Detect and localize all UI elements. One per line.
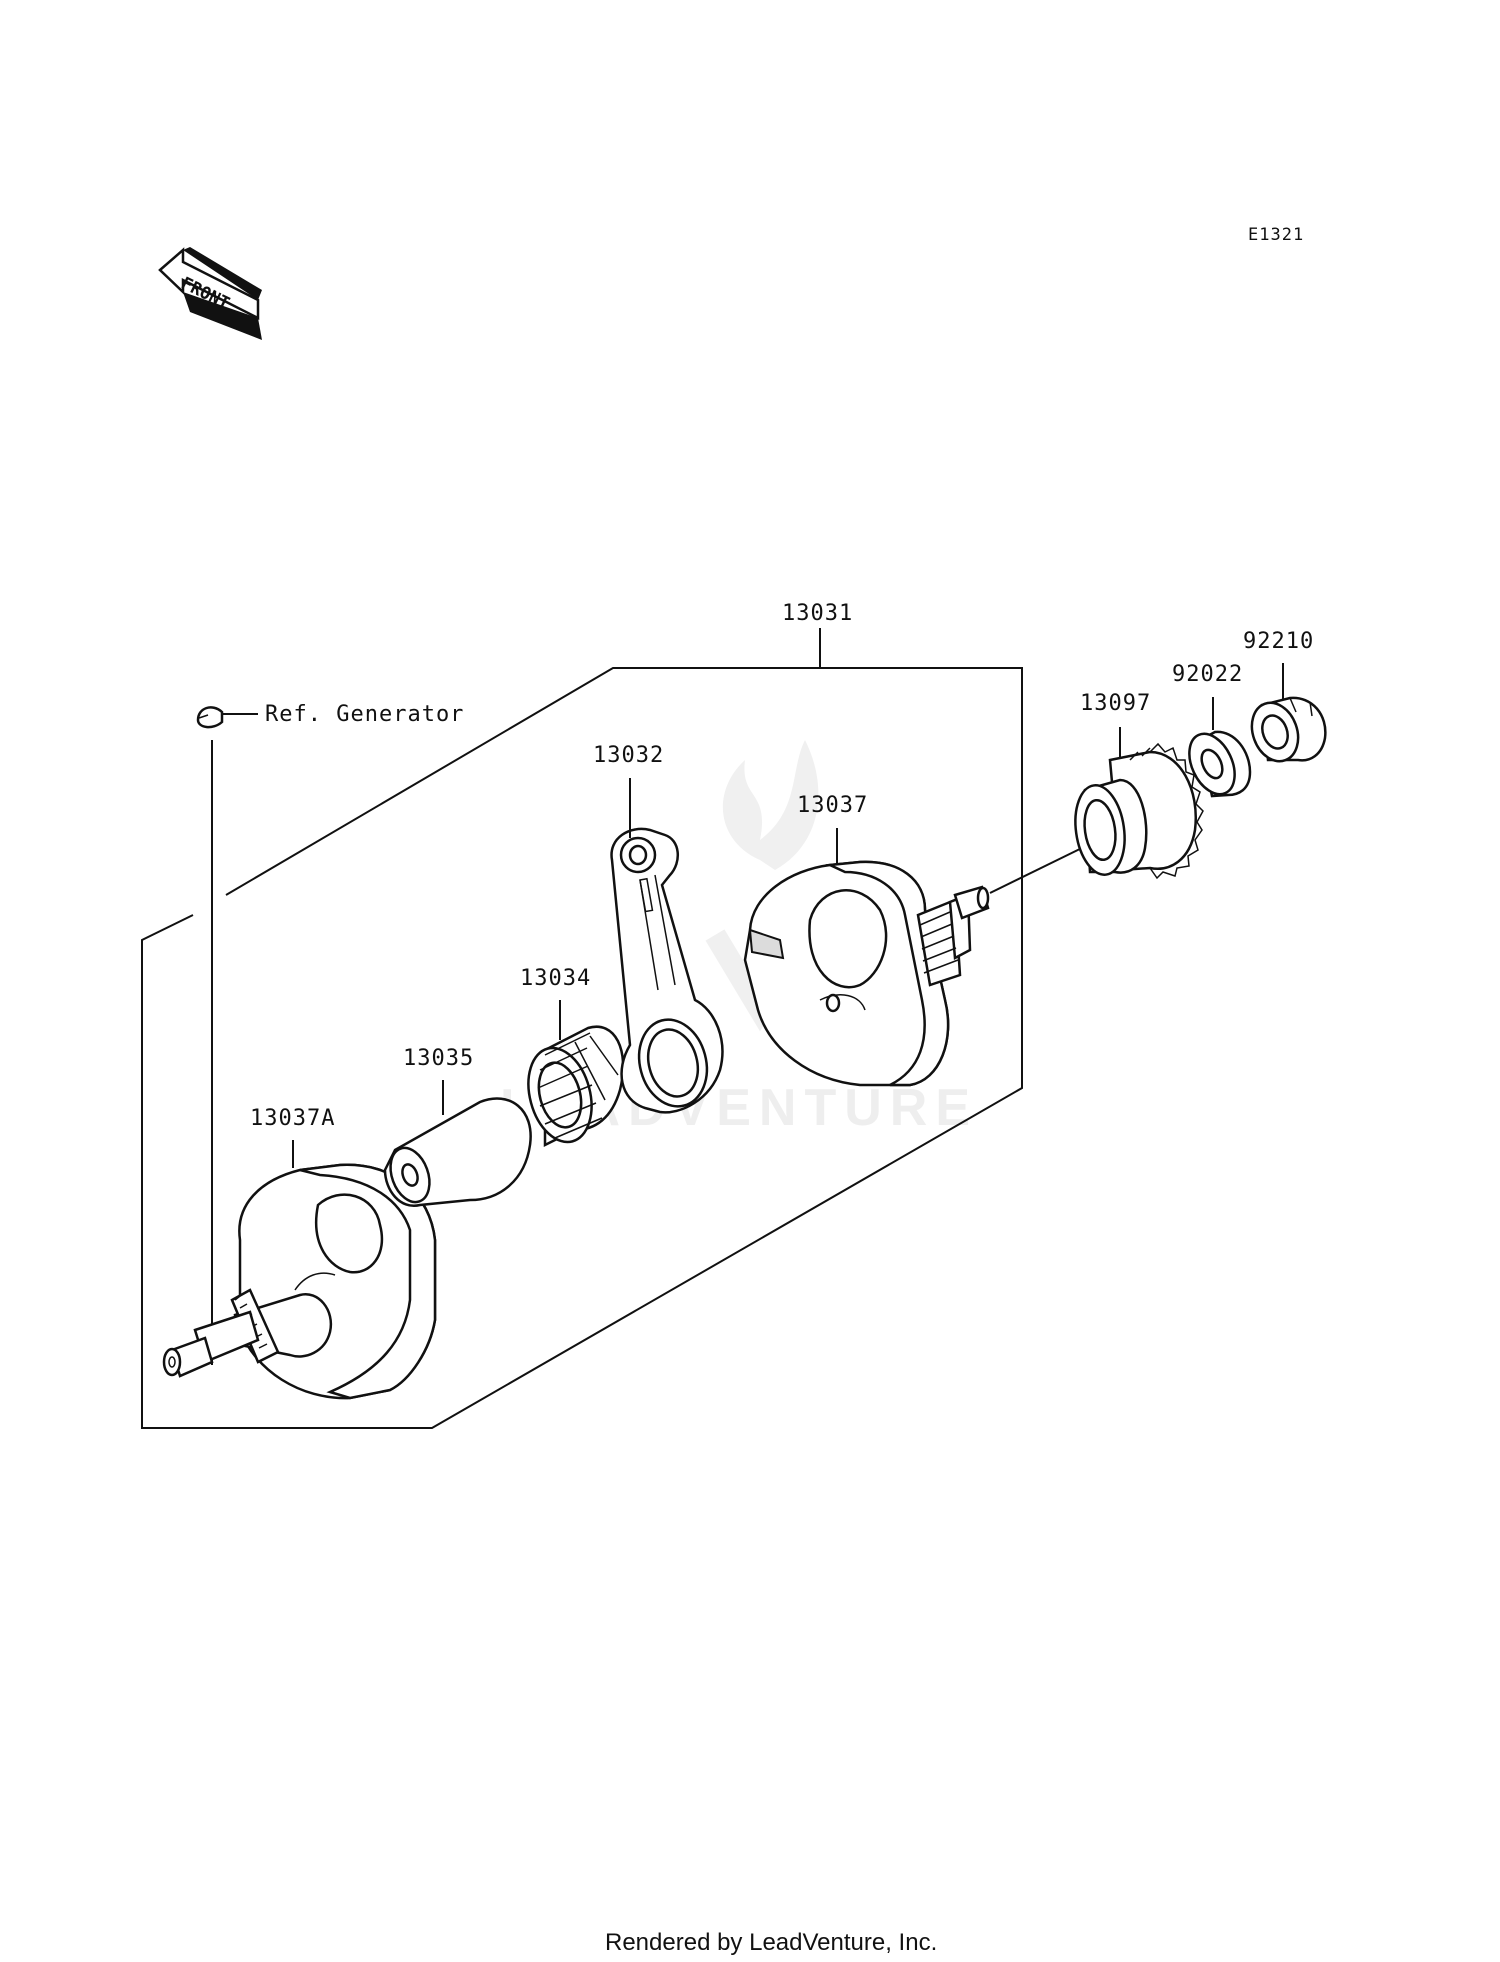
crank-web-right-drawing [743,860,990,1087]
crank-web-left-drawing [162,1163,437,1400]
part-label-13031: 13031 [782,601,853,626]
nut-drawing [1250,696,1327,763]
diagram-code: E1321 [1248,225,1304,245]
crank-pin-drawing [383,1097,532,1208]
part-label-13032: 13032 [593,743,664,768]
part-label-13034: 13034 [520,966,591,991]
woodruff-key [196,706,224,729]
part-label-92210: 92210 [1243,629,1314,654]
front-arrow-icon: FRONT [158,247,262,340]
washer-drawing [1188,730,1252,798]
part-label-13037: 13037 [797,793,868,818]
balancer-gear-drawing [1074,742,1204,880]
part-label-13035: 13035 [403,1046,474,1071]
part-label-13097: 13097 [1080,691,1151,716]
connecting-rod-drawing [610,827,724,1114]
footer-credit: Rendered by LeadVenture, Inc. [605,1929,937,1956]
part-label-13037A: 13037A [250,1106,335,1131]
assembly-bracket [141,628,1023,1429]
reference-label: Ref. Generator [265,702,464,727]
needle-bearing-drawing [527,1025,625,1148]
part-label-92022: 92022 [1172,662,1243,687]
